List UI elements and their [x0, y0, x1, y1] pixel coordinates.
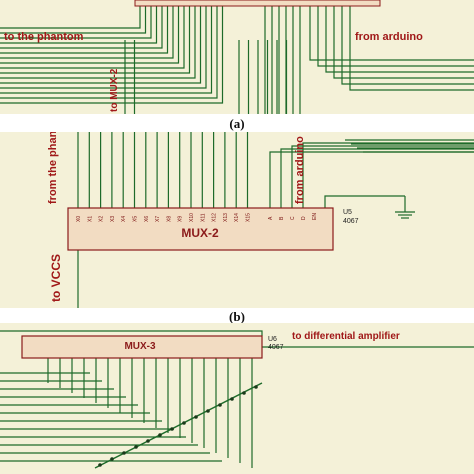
pin-label: C	[290, 216, 296, 220]
panel-c-schematic: MUX-3 U6 4067 to differential amplifier	[0, 330, 474, 469]
wire	[0, 6, 185, 69]
label-from-arduino-b: from arduino	[294, 136, 306, 204]
panel-b: X0 X1 X2 X3 X4 X5 X6 X7 X8 X9 X10 X11 X12 X13 X14 X15 A B…	[0, 132, 474, 308]
wire	[333, 6, 474, 79]
pin-label: D	[301, 216, 307, 220]
wire	[349, 6, 474, 91]
pin-label: X1	[87, 216, 93, 222]
mux2-part: 4067	[343, 218, 359, 225]
pin-label: X13	[223, 213, 229, 222]
pin-label: X2	[99, 216, 105, 222]
wire	[0, 6, 152, 39]
wire	[0, 6, 202, 84]
pin-label: X8	[166, 216, 172, 222]
pin-label: X3	[110, 216, 116, 222]
pin-label: X4	[121, 216, 127, 222]
wire	[317, 6, 474, 67]
wire-group	[0, 0, 474, 114]
wire	[0, 6, 174, 59]
wire	[0, 6, 224, 104]
wire	[0, 6, 196, 79]
wire	[0, 6, 163, 49]
mux2-chip	[67, 207, 334, 251]
wire	[0, 6, 191, 74]
wire	[0, 6, 158, 44]
wire	[0, 6, 169, 54]
pin-label: EN	[312, 213, 318, 220]
mux2-ref: U5	[343, 209, 352, 216]
pin-label: X9	[178, 216, 184, 222]
wire	[0, 6, 180, 64]
junction-dot	[170, 427, 174, 431]
pin-label: X6	[144, 216, 150, 222]
label-to-diff-amp: to differential amplifier	[292, 331, 400, 342]
caption-b: (b)	[229, 309, 245, 324]
pin-label: X0	[76, 216, 82, 222]
caption-a: (a)	[229, 116, 245, 131]
pin-label: X7	[155, 216, 161, 222]
wire-group	[0, 330, 474, 469]
junction-dot	[218, 403, 222, 407]
pin-label: X5	[133, 216, 139, 222]
panel-b-schematic: X0 X1 X2 X3 X4 X5 X6 X7 X8 X9 X10 X11 X12 X13 X14 X15 A B…	[47, 132, 474, 308]
wire	[302, 142, 474, 208]
label-from-arduino: from arduino	[355, 31, 423, 43]
label-to-mux2: to MUX-2	[109, 68, 120, 112]
label-from-phantom: from the phantom	[47, 132, 59, 204]
pin-label: A	[268, 216, 274, 220]
junction-dot	[98, 463, 102, 467]
wire	[22, 330, 263, 336]
mux3-ref: U6	[268, 336, 277, 343]
panel-c: MUX-3 U6 4067 to differential amplifier	[0, 323, 474, 474]
wire	[0, 6, 141, 29]
pin-label: X11	[200, 213, 206, 222]
wire	[325, 6, 474, 73]
label-to-phantom: to the phantom	[4, 31, 84, 43]
wire	[0, 6, 218, 99]
junction-dot	[242, 391, 246, 395]
pin-label: B	[279, 216, 285, 220]
chip-body	[134, 0, 381, 7]
mux3-name: MUX-3	[124, 341, 156, 352]
pin-label: X14	[234, 213, 240, 222]
junction-dot	[122, 451, 126, 455]
junction-dot	[230, 397, 234, 401]
wire	[280, 148, 474, 208]
panel-a-schematic: to the phantom from arduino to MUX-2	[0, 0, 474, 114]
junction-dot	[182, 421, 186, 425]
wire	[291, 145, 474, 208]
mux3-part: 4067	[268, 344, 284, 351]
junction-dot	[254, 385, 258, 389]
wire	[309, 6, 474, 61]
pin-label: X15	[246, 213, 252, 222]
mux2-name: MUX-2	[181, 226, 219, 240]
junction-dot	[134, 445, 138, 449]
junction-dot	[110, 457, 114, 461]
pin-label: X12	[212, 213, 218, 222]
pin-labels: X0 X1 X2 X3 X4 X5 X6 X7 X8 X9 X10 X11 X12 X13 X14 X15 A B…	[76, 213, 318, 222]
wire-group	[77, 132, 474, 308]
wire	[0, 6, 213, 94]
ground-icon	[395, 196, 415, 219]
junction-dot	[194, 415, 198, 419]
mux3-chip	[21, 335, 263, 359]
wire	[341, 6, 474, 85]
junction-dot	[206, 409, 210, 413]
wire	[0, 6, 147, 34]
junction-dot	[158, 433, 162, 437]
wire	[324, 195, 405, 208]
label-to-vccs: to VCCS	[49, 254, 63, 302]
panel-a: to the phantom from arduino to MUX-2	[0, 0, 474, 114]
junction-dot	[146, 439, 150, 443]
wire	[0, 6, 207, 89]
pin-label: X10	[189, 213, 195, 222]
